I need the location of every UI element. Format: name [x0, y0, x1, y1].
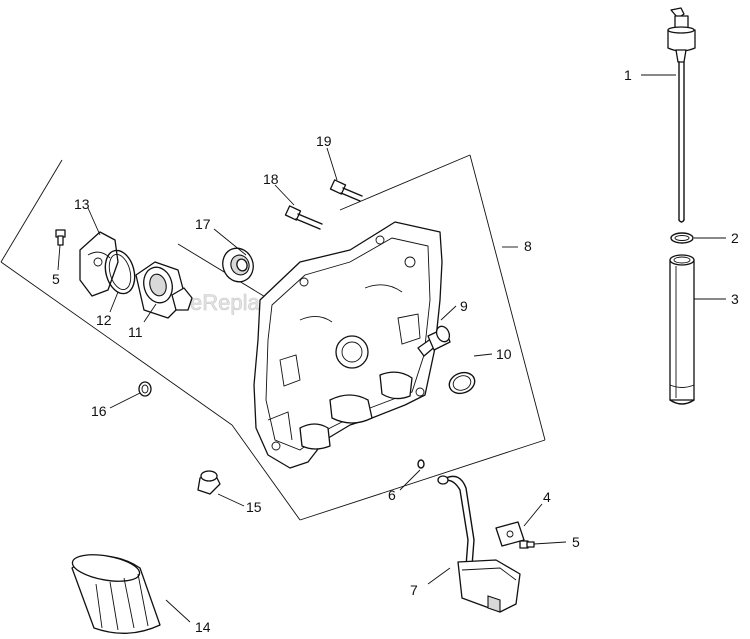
- bracket-part: [495, 521, 525, 547]
- small-o-ring-part: [417, 459, 425, 469]
- callout-15: 15: [246, 499, 262, 515]
- bolt-short-part: [284, 205, 323, 230]
- callout-14: 14: [195, 619, 211, 635]
- callout-5-upper: 5: [52, 271, 60, 287]
- callout-1: 1: [624, 67, 632, 83]
- callout-4: 4: [543, 489, 551, 505]
- callout-17: 17: [195, 216, 211, 232]
- callout-9: 9: [460, 298, 468, 314]
- o-ring-large-part: [448, 371, 476, 395]
- callout-6: 6: [388, 487, 396, 503]
- callout-12: 12: [96, 312, 112, 328]
- callout-18: 18: [263, 171, 279, 187]
- drain-plug-part: [197, 470, 221, 495]
- oil-filter-part: [71, 554, 161, 634]
- bearing-part: [135, 261, 193, 319]
- callout-19: 19: [316, 133, 332, 149]
- callout-13: 13: [74, 196, 90, 212]
- callout-10: 10: [496, 346, 512, 362]
- pickup-tube-part: [437, 475, 521, 613]
- callout-7: 7: [410, 582, 418, 598]
- oil-seal-part: [222, 247, 254, 283]
- leader-lines: [57, 74, 726, 623]
- bolt-long-part: [329, 179, 363, 202]
- dipstick-part: [667, 7, 696, 223]
- callout-2: 2: [731, 230, 739, 246]
- o-ring-part: [670, 232, 694, 244]
- screw-upper-part: [55, 229, 66, 246]
- housing-part: [253, 221, 443, 469]
- callouts: 1 2 3 4 5 5 6 7 8 9 10 11 12 13 14 15 16…: [52, 67, 739, 635]
- callout-3: 3: [731, 291, 739, 307]
- callout-11: 11: [128, 324, 143, 340]
- callout-5-lower: 5: [572, 534, 580, 550]
- dipstick-tube-part: [669, 254, 695, 405]
- callout-16: 16: [91, 403, 107, 419]
- plug-small-part: [138, 381, 152, 397]
- gasket-ring-part: [104, 249, 136, 295]
- fitting-part: [417, 325, 451, 357]
- callout-8: 8: [524, 238, 532, 254]
- screw-lower-part: [519, 540, 535, 549]
